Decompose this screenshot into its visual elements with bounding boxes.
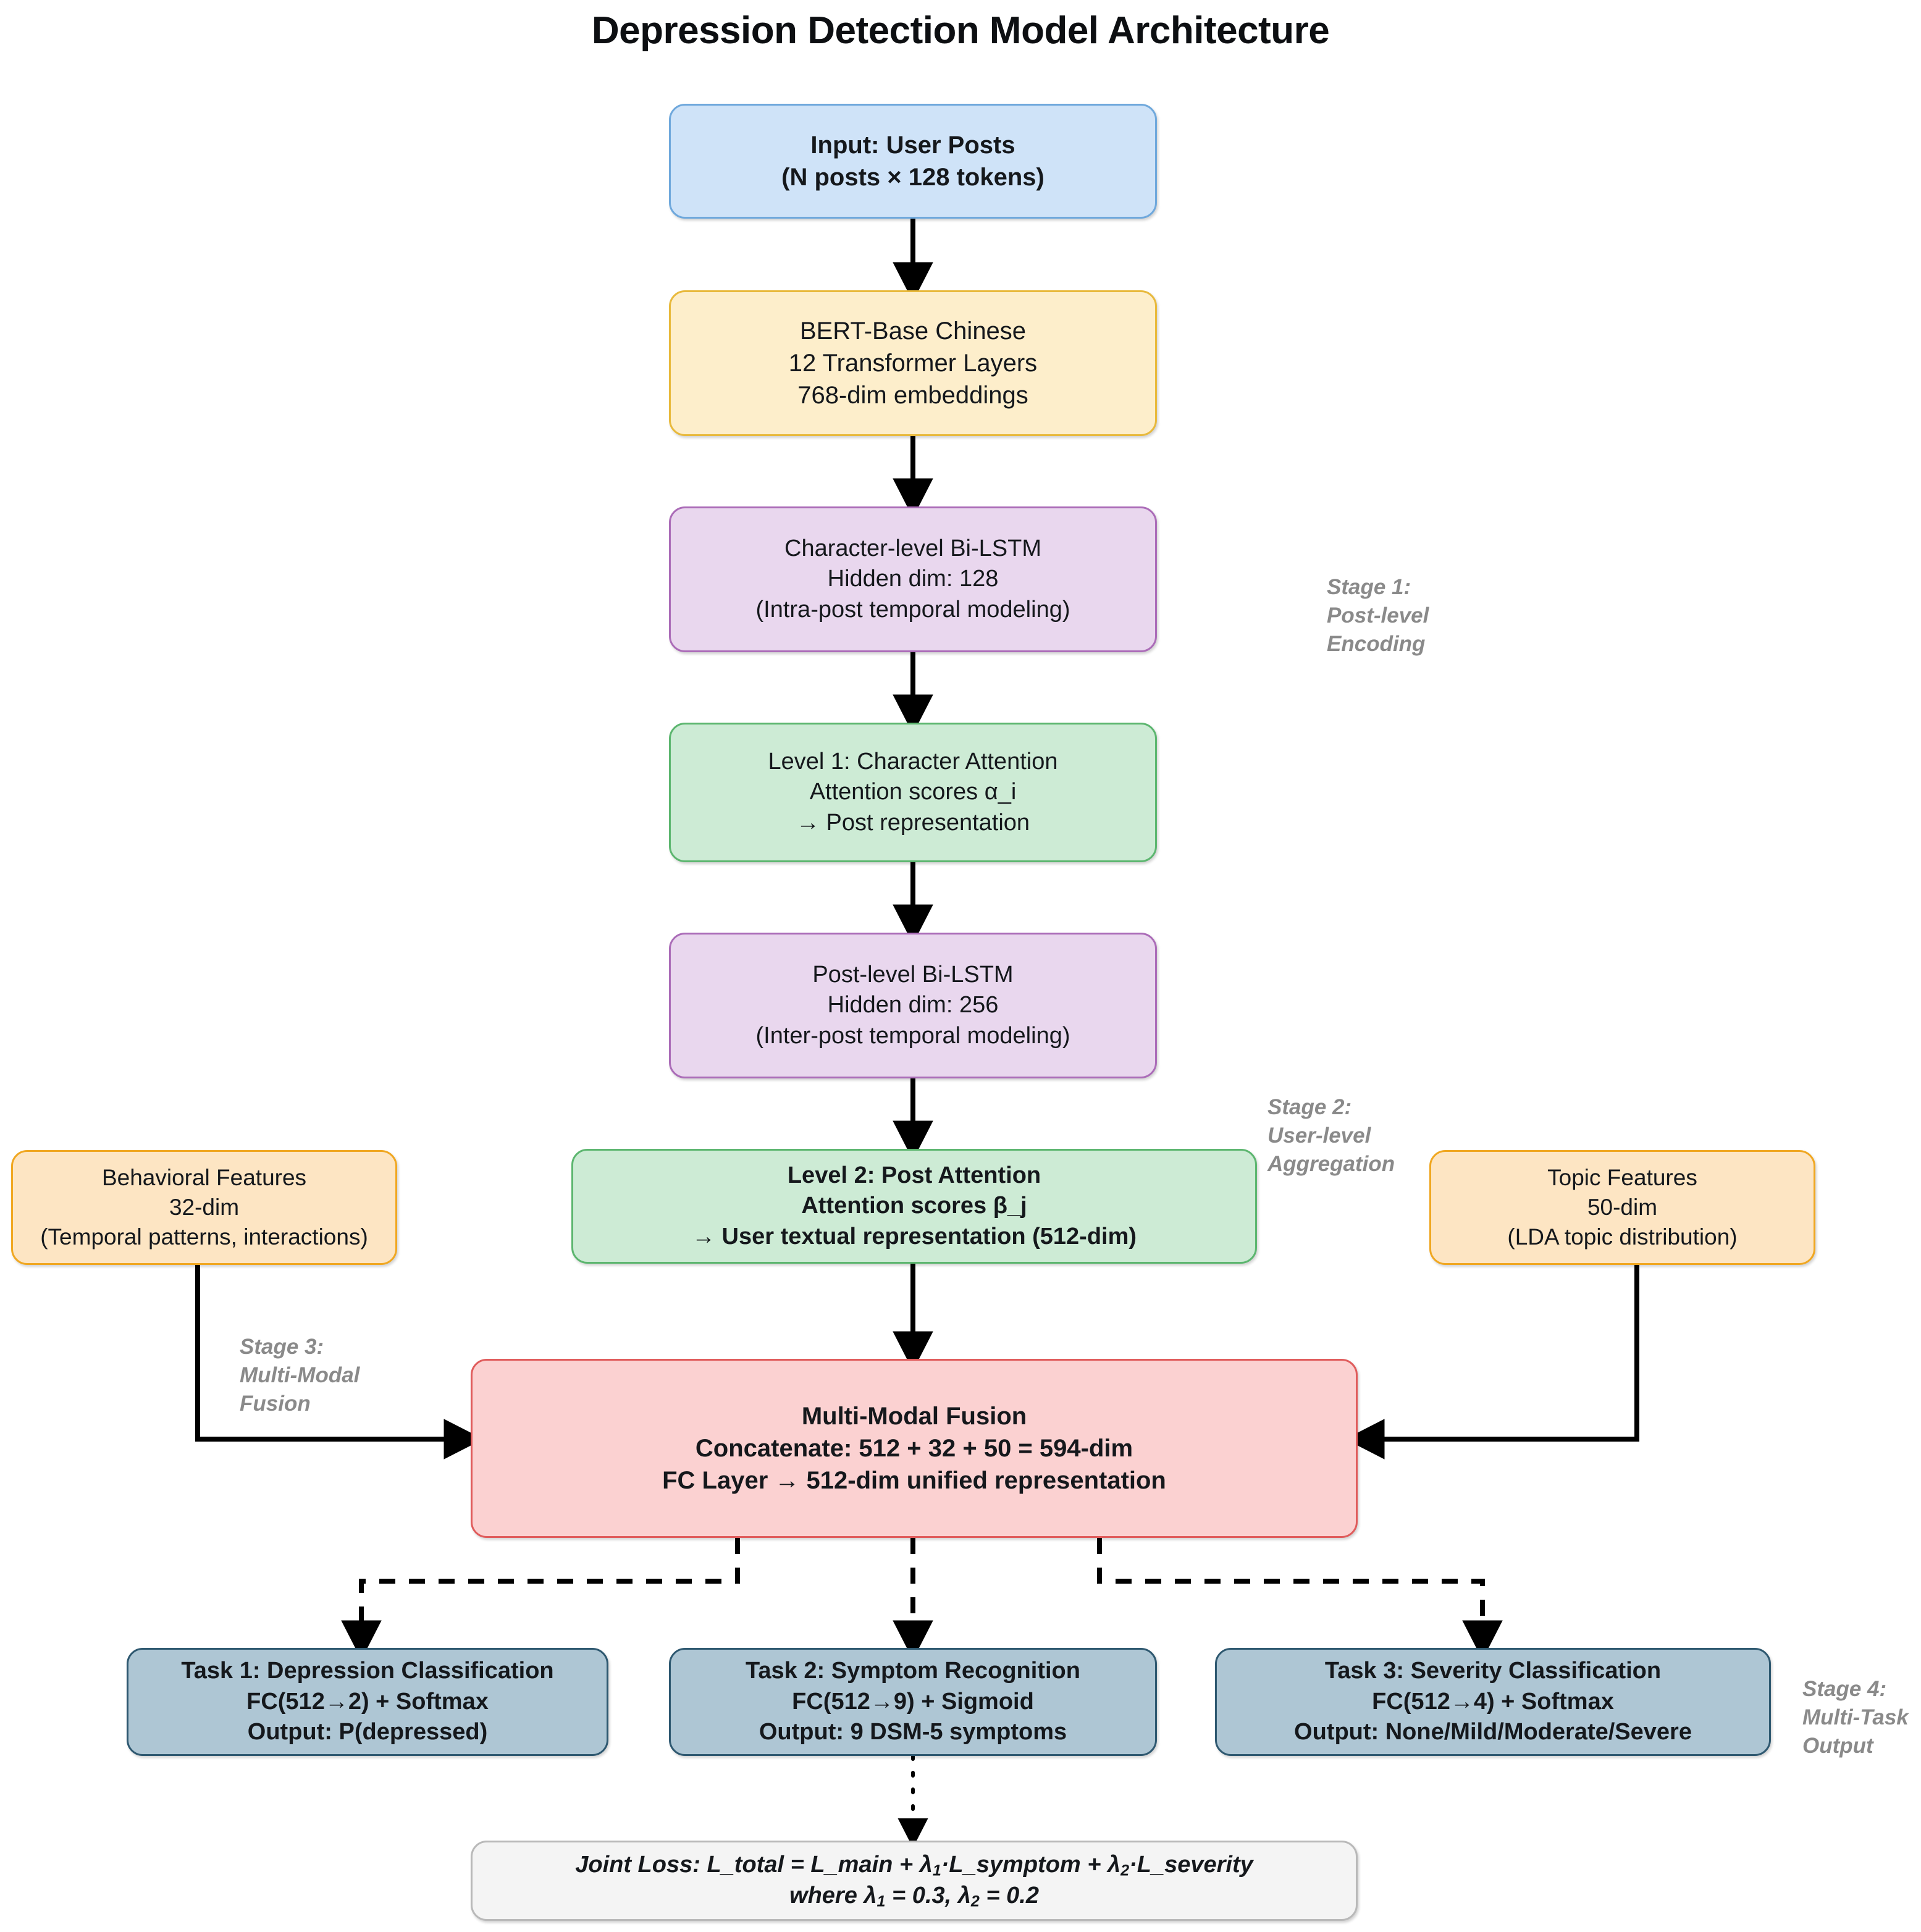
stage-label-4-line-3: Output: [1802, 1734, 1873, 1758]
node-task1-line-1: Task 1: Depression Classification: [181, 1658, 554, 1684]
stage-label-1-line-3: Encoding: [1327, 632, 1426, 657]
node-char-lstm-line-1: Character-level Bi-LSTM: [784, 535, 1041, 561]
node-task2-line-3: Output: 9 DSM-5 symptoms: [759, 1719, 1067, 1745]
node-task1-line-2: FC(512→2) + Softmax: [246, 1688, 489, 1715]
node-bert[interactable]: BERT-Base Chinese 12 Transformer Layers …: [669, 290, 1157, 436]
stage-label-3: Stage 3: Multi-Modal Fusion: [240, 1333, 359, 1419]
node-char-lstm-line-2: Hidden dim: 128: [827, 566, 999, 592]
stage-label-1-line-1: Stage 1:: [1327, 575, 1411, 599]
node-fusion-line-1: Multi-Modal Fusion: [801, 1403, 1027, 1430]
node-task1[interactable]: Task 1: Depression Classification FC(512…: [127, 1648, 608, 1756]
node-level1-line-2: Attention scores α_i: [809, 779, 1017, 805]
node-task2[interactable]: Task 2: Symptom Recognition FC(512→9) + …: [669, 1648, 1157, 1756]
node-task2-line-2: FC(512→9) + Sigmoid: [792, 1688, 1034, 1715]
stage-label-4-line-1: Stage 4:: [1802, 1677, 1887, 1701]
node-level1-line-1: Level 1: Character Attention: [768, 748, 1058, 775]
node-behavioral-line-3: (Temporal patterns, interactions): [40, 1224, 368, 1250]
node-bert-line-2: 12 Transformer Layers: [788, 350, 1038, 377]
node-char-lstm-line-3: (Intra-post temporal modeling): [755, 596, 1070, 623]
stage-label-2: Stage 2: User-level Aggregation: [1267, 1093, 1395, 1179]
node-topic-features[interactable]: Topic Features 50-dim (LDA topic distrib…: [1429, 1150, 1815, 1265]
stage-label-1: Stage 1: Post-level Encoding: [1327, 573, 1429, 659]
stage-label-3-line-3: Fusion: [240, 1392, 311, 1416]
page-title: Depression Detection Model Architecture: [591, 9, 1330, 52]
node-post-lstm-line-3: (Inter-post temporal modeling): [755, 1022, 1070, 1049]
node-bert-line-3: 768-dim embeddings: [797, 382, 1028, 409]
node-level2-line-2: Attention scores β_j: [801, 1193, 1027, 1219]
node-loss-line-2: where λ1 = 0.3, λ2 = 0.2: [789, 1883, 1039, 1910]
node-fusion-line-3: FC Layer → 512-dim unified representatio…: [662, 1467, 1166, 1494]
node-behavioral-features[interactable]: Behavioral Features 32-dim (Temporal pat…: [11, 1150, 397, 1265]
edge-fusion-task1: [341, 1538, 740, 1660]
node-task1-line-3: Output: P(depressed): [247, 1719, 488, 1745]
stage-label-3-line-1: Stage 3:: [240, 1335, 324, 1359]
node-char-lstm[interactable]: Character-level Bi-LSTM Hidden dim: 128 …: [669, 506, 1157, 652]
node-task3-line-2: FC(512→4) + Softmax: [1372, 1688, 1614, 1715]
node-level2-attention[interactable]: Level 2: Post Attention Attention scores…: [571, 1149, 1257, 1264]
node-multimodal-fusion[interactable]: Multi-Modal Fusion Concatenate: 512 + 32…: [471, 1359, 1358, 1538]
edge-fusion-task3: [1097, 1538, 1503, 1660]
node-post-lstm[interactable]: Post-level Bi-LSTM Hidden dim: 256 (Inte…: [669, 933, 1157, 1078]
stage-label-2-line-1: Stage 2:: [1267, 1095, 1352, 1119]
node-post-lstm-line-2: Hidden dim: 256: [827, 992, 999, 1018]
stage-label-2-line-2: User-level: [1267, 1124, 1371, 1148]
node-joint-loss[interactable]: Joint Loss: L_total = L_main + λ1·L_symp…: [471, 1841, 1358, 1921]
node-task2-line-1: Task 2: Symptom Recognition: [746, 1658, 1080, 1684]
stage-label-4-line-2: Multi-Task: [1802, 1705, 1909, 1730]
stage-label-1-line-2: Post-level: [1327, 603, 1429, 628]
node-topic-line-1: Topic Features: [1547, 1164, 1697, 1190]
node-behavioral-line-1: Behavioral Features: [101, 1164, 307, 1190]
node-level2-line-3: → User textual representation (512-dim): [691, 1223, 1137, 1250]
node-fusion-line-2: Concatenate: 512 + 32 + 50 = 594-dim: [695, 1435, 1133, 1462]
node-level2-line-1: Level 2: Post Attention: [787, 1162, 1041, 1188]
node-task3-line-1: Task 3: Severity Classification: [1324, 1658, 1662, 1684]
stage-label-3-line-2: Multi-Modal: [240, 1363, 360, 1388]
node-task3-line-3: Output: None/Mild/Moderate/Severe: [1294, 1719, 1692, 1745]
stage-label-2-line-3: Aggregation: [1267, 1152, 1395, 1177]
node-behavioral-line-2: 32-dim: [169, 1194, 240, 1220]
node-input-line-2: (N posts × 128 tokens): [781, 164, 1045, 191]
node-post-lstm-line-1: Post-level Bi-LSTM: [812, 961, 1014, 988]
node-topic-line-2: 50-dim: [1587, 1194, 1658, 1220]
stage-label-4: Stage 4: Multi-Task Output: [1802, 1675, 1909, 1761]
node-topic-line-3: (LDA topic distribution): [1507, 1224, 1738, 1250]
node-task3[interactable]: Task 3: Severity Classification FC(512→4…: [1215, 1648, 1771, 1756]
node-input-line-1: Input: User Posts: [810, 132, 1015, 159]
node-level1-attention[interactable]: Level 1: Character Attention Attention s…: [669, 723, 1157, 862]
node-level1-line-3: → Post representation: [796, 809, 1030, 836]
node-input[interactable]: Input: User Posts (N posts × 128 tokens): [669, 104, 1157, 219]
node-bert-line-1: BERT-Base Chinese: [799, 317, 1027, 345]
edge-topic-fusion: [1345, 1265, 1639, 1460]
node-loss-line-1: Joint Loss: L_total = L_main + λ1·L_symp…: [575, 1851, 1253, 1880]
